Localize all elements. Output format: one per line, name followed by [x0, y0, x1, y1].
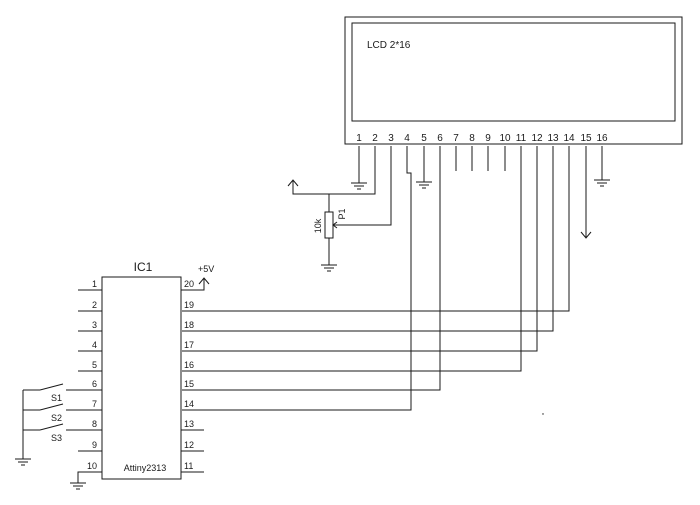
wire — [182, 146, 412, 411]
switch-label: S1 — [51, 393, 62, 403]
lcd-pin-label: 3 — [388, 133, 394, 144]
ic-pin-label: 3 — [92, 320, 97, 330]
lcd-pin-label: 13 — [547, 133, 559, 144]
vcc-label: +5V — [198, 264, 214, 274]
ic-pin-label: 10 — [87, 461, 97, 471]
ground-symbol — [321, 264, 337, 272]
lcd-pin-label: 1 — [356, 133, 362, 144]
arrow-up-icon — [198, 277, 210, 285]
wiper-arrow-icon — [332, 221, 338, 229]
ground-symbol — [70, 482, 86, 490]
ic-pin-label: 5 — [92, 360, 97, 370]
lcd-inner-frame — [351, 22, 676, 122]
potentiometer-value: 10k — [313, 218, 323, 233]
ic-left-pin-labels: 1 2 3 4 5 6 7 8 9 10 — [87, 279, 97, 471]
arrow-up-icon — [287, 179, 299, 187]
lcd-pin-labels: 1 2 3 4 5 6 7 8 9 10 11 12 13 14 15 16 — [356, 133, 608, 144]
ic-body — [101, 276, 182, 480]
ic-pin-label: 4 — [92, 340, 97, 350]
switch-s3 — [39, 423, 64, 431]
potentiometer-body — [324, 211, 334, 239]
lcd-pin-label: 9 — [485, 133, 491, 144]
wiring — [182, 146, 603, 411]
potentiometer: P1 10k — [313, 194, 347, 265]
lcd-pin-label: 15 — [580, 133, 592, 144]
ground-symbol — [416, 181, 432, 189]
wire — [182, 146, 554, 332]
wire — [182, 146, 570, 312]
lcd-label: LCD 2*16 — [367, 40, 411, 51]
wire — [182, 146, 522, 372]
wire — [292, 146, 376, 195]
switch-s1 — [39, 383, 64, 391]
ic-name: IC1 — [134, 260, 153, 274]
ground-symbol — [594, 179, 610, 187]
wire — [77, 471, 102, 483]
switch-label: S3 — [51, 433, 62, 443]
ic-part-label: Attiny2313 — [124, 463, 167, 473]
lcd-pin-label: 2 — [372, 133, 378, 144]
ic-pin-label: 17 — [184, 340, 194, 350]
ic-pin-label: 16 — [184, 360, 194, 370]
lcd-pin-label: 8 — [469, 133, 475, 144]
ic-left-pins — [78, 289, 102, 473]
lcd-pin-label: 10 — [499, 133, 511, 144]
ic-right-pins — [181, 278, 205, 473]
wire — [182, 146, 538, 352]
ic-pin-label: 19 — [184, 300, 194, 310]
lcd-pin-label: 6 — [437, 133, 443, 144]
lcd-pin-label: 7 — [453, 133, 459, 144]
wire — [337, 146, 392, 226]
ic-pin-label: 1 — [92, 279, 97, 289]
ic-pin-label: 18 — [184, 320, 194, 330]
lcd-module: LCD 2*16 — [344, 16, 683, 145]
ic-pin-label: 13 — [184, 419, 194, 429]
switch-label: S2 — [51, 413, 62, 423]
ic-pin-label: 20 — [184, 279, 194, 289]
ground-symbol — [351, 182, 367, 190]
ground-symbol — [15, 458, 31, 466]
ic-pin-label: 8 — [92, 419, 97, 429]
ic-pin-label: 14 — [184, 399, 194, 409]
lcd-outer-frame — [344, 16, 683, 145]
ic-pin-label: 15 — [184, 379, 194, 389]
arrow-down-icon — [580, 231, 592, 239]
ic-pin-label: 11 — [184, 461, 193, 471]
lcd-pin-label: 12 — [531, 133, 543, 144]
ic-pin-label: 12 — [184, 440, 194, 450]
switch-s2 — [39, 403, 64, 411]
switch-bank: S1 S2 S3 — [22, 383, 78, 459]
potentiometer-name: P1 — [337, 208, 347, 219]
ic-pin-label: 9 — [92, 440, 97, 450]
wire — [182, 146, 441, 391]
lcd-pin-label: 11 — [516, 133, 527, 144]
lcd-pin-label: 14 — [563, 133, 575, 144]
lcd-pin-label: 16 — [596, 133, 608, 144]
ic-right-pin-labels: 20 19 18 17 16 15 14 13 12 11 — [184, 279, 194, 471]
lcd-pin-label: 5 — [421, 133, 427, 144]
lcd-pin-label: 4 — [404, 133, 410, 144]
ic-pin-label: 2 — [92, 300, 97, 310]
ic-chip: IC1 Attiny2313 — [101, 260, 182, 480]
ic-pin-label: 7 — [92, 399, 97, 409]
stray-dot — [542, 413, 544, 415]
ic-pin-label: 6 — [92, 379, 97, 389]
